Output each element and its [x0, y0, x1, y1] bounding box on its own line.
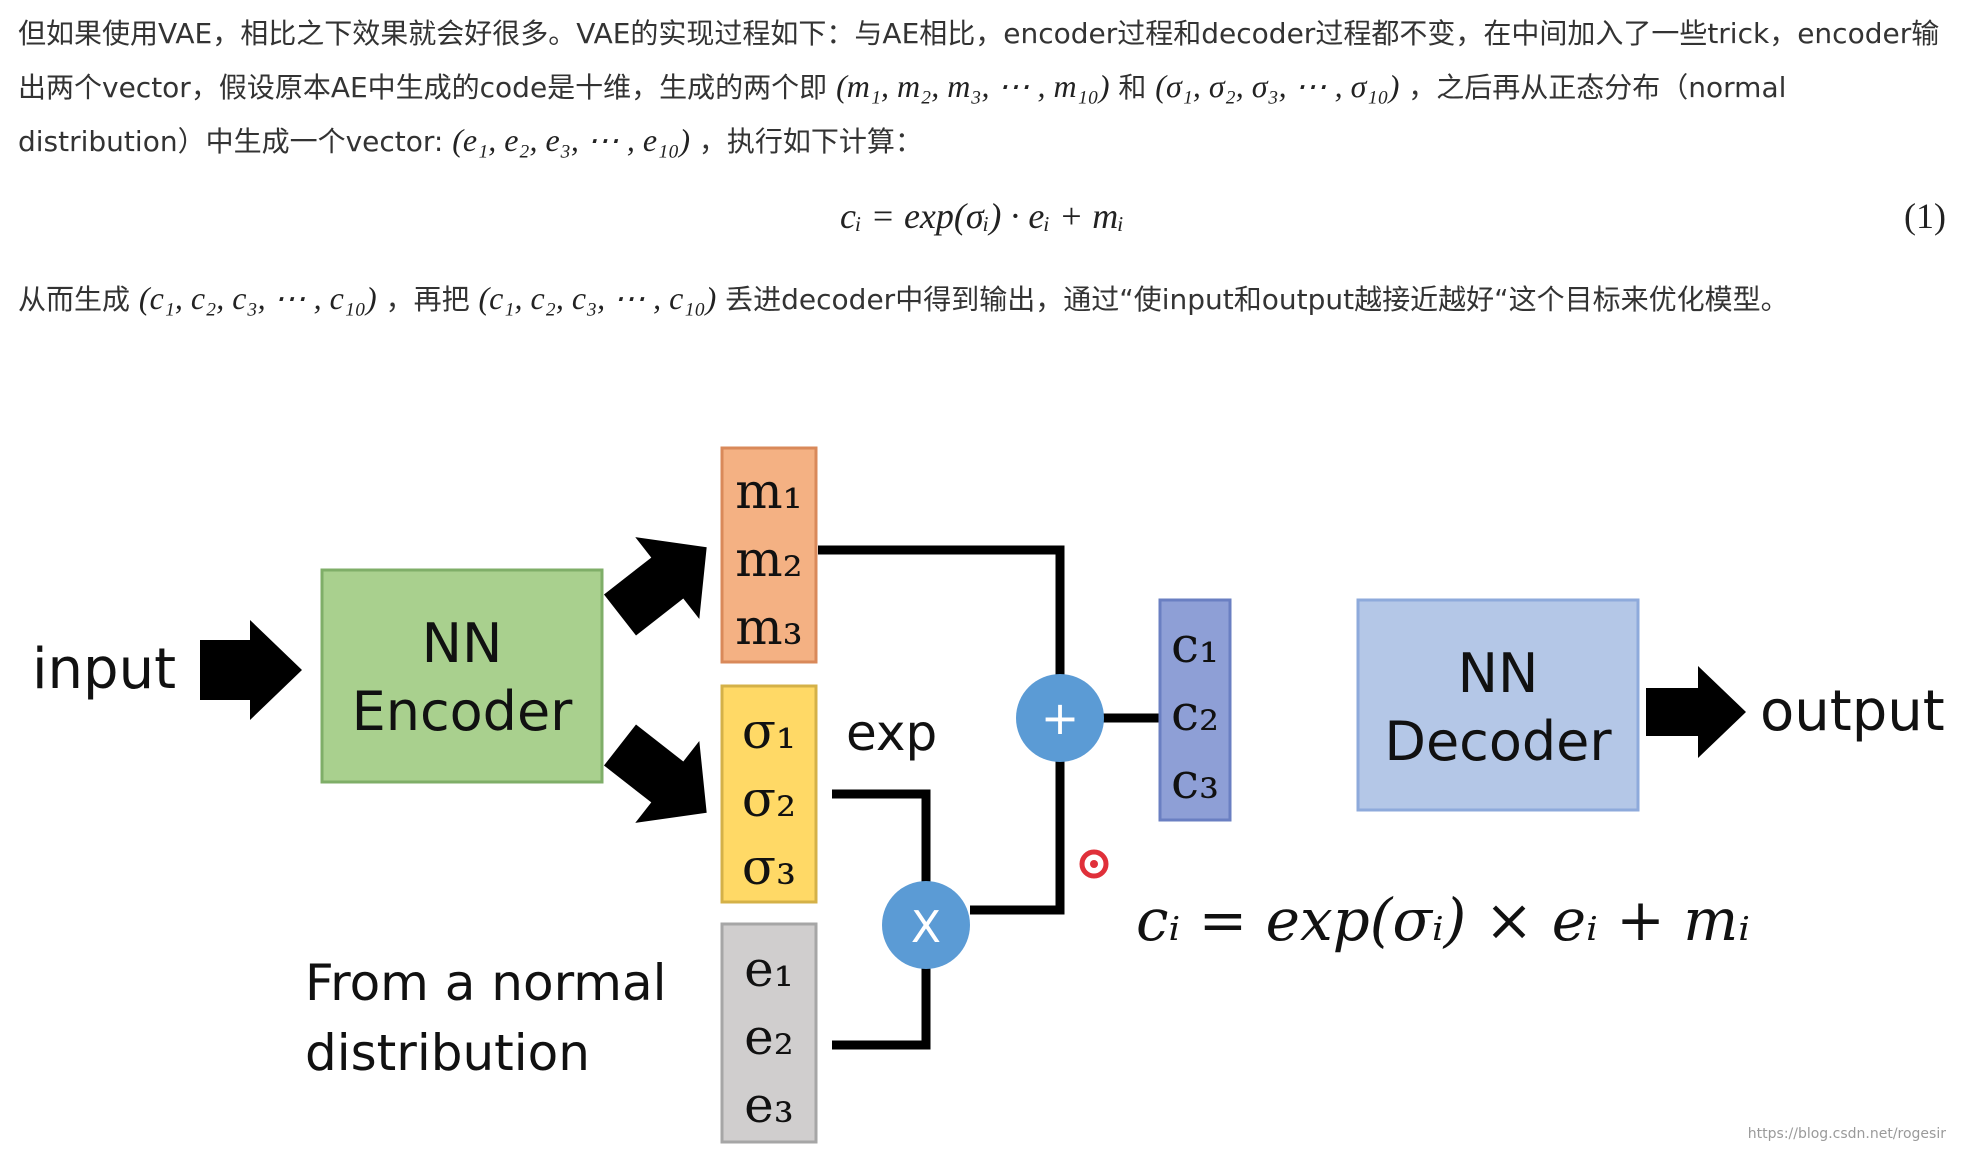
paragraph-1-text-b: ，之后再从正态分布（normal distribution）中生成一个vecto…: [18, 71, 1787, 158]
product-wire: [970, 760, 1065, 915]
equation-row: cᵢ = exp(σᵢ) · eᵢ + mᵢ (1): [0, 188, 1964, 244]
encoder-to-m-arrow-icon: [603, 537, 707, 636]
decoder-label-line1: NN: [1458, 642, 1539, 705]
input-arrow-icon: [200, 620, 302, 720]
normal-distribution-line2: distribution: [305, 1024, 590, 1082]
m-vector: (m₁, m₂, m₃, ⋯ , m₁₀): [836, 68, 1110, 104]
exp-label: exp: [846, 704, 937, 762]
m-wire: [818, 545, 1065, 678]
e2-label: e₂: [744, 1008, 794, 1066]
sigma-wire: [832, 789, 931, 885]
plus-operator: [1016, 674, 1104, 762]
c1-label: c₁: [1171, 616, 1219, 674]
paragraph-2-text-c: 丢进decoder中得到输出，通过“使input和output越接近越好“这个目…: [725, 283, 1789, 316]
paragraph-2: 从而生成 (c₁, c₂, c₃, ⋯ , c₁₀) ，再把 (c₁, c₂, …: [18, 272, 1948, 326]
m3-label: m₃: [735, 598, 802, 656]
paragraph-2-text-a: 从而生成: [18, 283, 131, 316]
e-vector: (e₁, e₂, e₃, ⋯ , e₁₀): [452, 122, 690, 158]
input-label: input: [32, 637, 176, 702]
diagram-formula: cᵢ = exp(σᵢ) × eᵢ + mᵢ: [1136, 886, 1750, 954]
multiply-operator: [882, 881, 970, 969]
watermark: https://blog.csdn.net/rogesir: [1747, 1126, 1946, 1142]
paragraph-1-text-c: ，执行如下计算：: [698, 125, 923, 158]
paragraph-1: 但如果使用VAE，相比之下效果就会好很多。VAE的实现过程如下：与AE相比，en…: [18, 8, 1948, 168]
e-vector-box: [720, 922, 818, 1144]
and-word: 和: [1118, 71, 1147, 104]
decoder-box: [1356, 598, 1640, 812]
vae-diagram: .lbl { font-family: "DejaVu Sans", sans-…: [32, 446, 1945, 1144]
equation: cᵢ = exp(σᵢ) · eᵢ + mᵢ: [839, 196, 1124, 236]
m2-label: m₂: [735, 530, 802, 588]
paragraph-2-text-b: ，再把: [385, 283, 470, 316]
m-vector-box: [720, 446, 818, 664]
cursor-dot-center-icon: [1090, 860, 1098, 868]
output-arrow-icon: [1646, 666, 1746, 758]
c3-label: c₃: [1171, 752, 1219, 810]
e-wire: [832, 965, 931, 1050]
c-vector-box: [1158, 598, 1232, 822]
equation-number: (1): [1904, 196, 1946, 236]
c-vector: (c₁, c₂, c₃, ⋯ , c₁₀): [138, 280, 377, 316]
e3-label: e₃: [744, 1076, 794, 1134]
cursor-dot-icon: [1079, 849, 1109, 879]
c2-label: c₂: [1171, 684, 1219, 742]
encoder-box: [320, 568, 604, 784]
sigma1-label: σ₁: [742, 702, 796, 760]
paragraph-1-text: 但如果使用VAE，相比之下效果就会好很多。VAE的实现过程如下：与AE相比，en…: [18, 17, 1940, 104]
sigma-vector: (σ₁, σ₂, σ₃, ⋯ , σ₁₀): [1155, 68, 1400, 104]
sigma2-label: σ₂: [742, 770, 796, 828]
encoder-label-line1: NN: [422, 612, 503, 675]
c-vector-2: (c₁, c₂, c₃, ⋯ , c₁₀): [478, 280, 717, 316]
encoder-to-sigma-arrow-icon: [603, 724, 707, 823]
sigma-vector-box: [720, 684, 818, 904]
m1-label: m₁: [735, 462, 802, 520]
encoder-label-line2: Encoder: [352, 680, 574, 743]
sigma3-label: σ₃: [742, 838, 796, 896]
e1-label: e₁: [744, 940, 794, 998]
multiply-icon: X: [911, 902, 941, 953]
normal-distribution-line1: From a normal: [305, 954, 667, 1012]
decoder-label-line2: Decoder: [1384, 710, 1612, 773]
output-label: output: [1760, 679, 1945, 744]
plus-icon: +: [1041, 691, 1080, 745]
